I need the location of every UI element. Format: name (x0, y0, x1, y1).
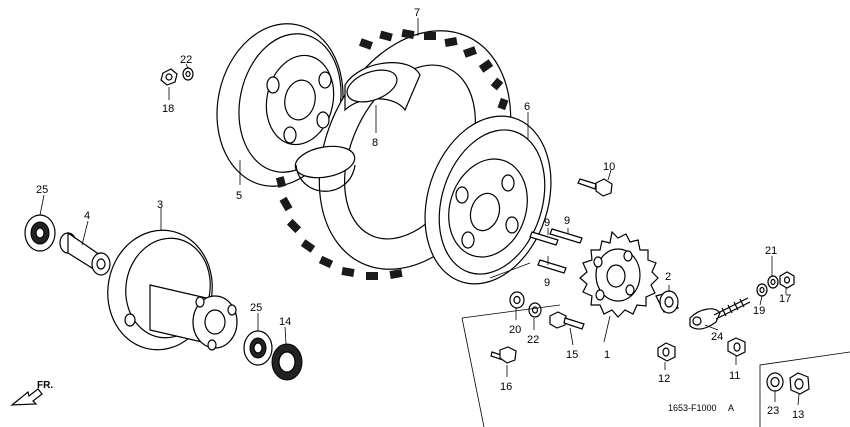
callout-5: 5 (236, 190, 242, 202)
distance-collar (59, 231, 111, 276)
bolt-16 (490, 346, 517, 364)
callout-11: 11 (729, 370, 740, 382)
final-driven-sprocket (579, 230, 659, 318)
callout-2: 2 (665, 271, 671, 283)
nut-13 (789, 372, 810, 395)
revision-mark: A (728, 403, 734, 413)
callout-8: 8 (372, 137, 378, 149)
callout-17: 17 (779, 293, 791, 305)
nut-11 (727, 337, 746, 357)
callout-21: 21 (765, 245, 777, 257)
callout-9b: 9 (564, 215, 570, 227)
bearing-right (243, 330, 273, 366)
chain-adjuster (689, 297, 751, 330)
corner-box (759, 351, 850, 427)
callout-14: 14 (279, 316, 291, 328)
callout-7: 7 (414, 7, 420, 19)
tire-tread (275, 29, 509, 280)
callout-25a: 25 (36, 184, 48, 196)
callout-13: 13 (792, 409, 804, 421)
oil-seal (271, 343, 303, 381)
washer-20 (509, 291, 525, 309)
callout-10: 10 (603, 161, 615, 173)
nut-12 (657, 342, 676, 362)
front-direction-label: FR. (37, 380, 53, 391)
wheel-half-right (424, 115, 552, 285)
callout-6: 6 (524, 101, 530, 113)
front-direction-arrow: FR. (10, 380, 53, 406)
washer-22-bottom (528, 302, 542, 318)
washer-22-top (182, 67, 194, 81)
callout-12: 12 (658, 373, 670, 385)
callout-9c: 9 (544, 277, 550, 289)
callout-4: 4 (84, 210, 90, 222)
washer-19 (756, 283, 768, 297)
wheel-half-left (216, 23, 344, 187)
callout-22a: 22 (180, 54, 192, 66)
inner-tube (294, 62, 421, 192)
washer-23 (766, 372, 784, 392)
sprocket-collar (655, 290, 679, 314)
studs (529, 228, 583, 274)
callout-16: 16 (500, 381, 512, 393)
bolt-15 (549, 311, 585, 330)
callout-19: 19 (753, 305, 765, 317)
nut-17 (779, 271, 795, 289)
callout-15: 15 (566, 349, 578, 361)
washer-21 (767, 275, 779, 289)
callout-22b: 22 (527, 334, 539, 346)
rear-hub (107, 229, 238, 351)
callout-9a: 9 (544, 217, 550, 229)
callout-24: 24 (711, 331, 723, 343)
assembly-boundary-right (489, 262, 531, 279)
assembly-boundary-left-vertical (461, 317, 485, 427)
callout-1: 1 (604, 349, 610, 361)
callout-23: 23 (767, 405, 779, 417)
nut-18 (160, 68, 178, 86)
callout-20: 20 (509, 324, 521, 336)
assembly-boundary-left (461, 304, 561, 319)
bearing-left (24, 214, 56, 252)
callout-25b: 25 (250, 302, 262, 314)
leader-lines (39, 18, 800, 406)
figure-code: 1653-F1000 (668, 403, 717, 413)
callout-18: 18 (162, 103, 174, 115)
bolt-10 (577, 178, 613, 197)
callout-3: 3 (157, 199, 163, 211)
